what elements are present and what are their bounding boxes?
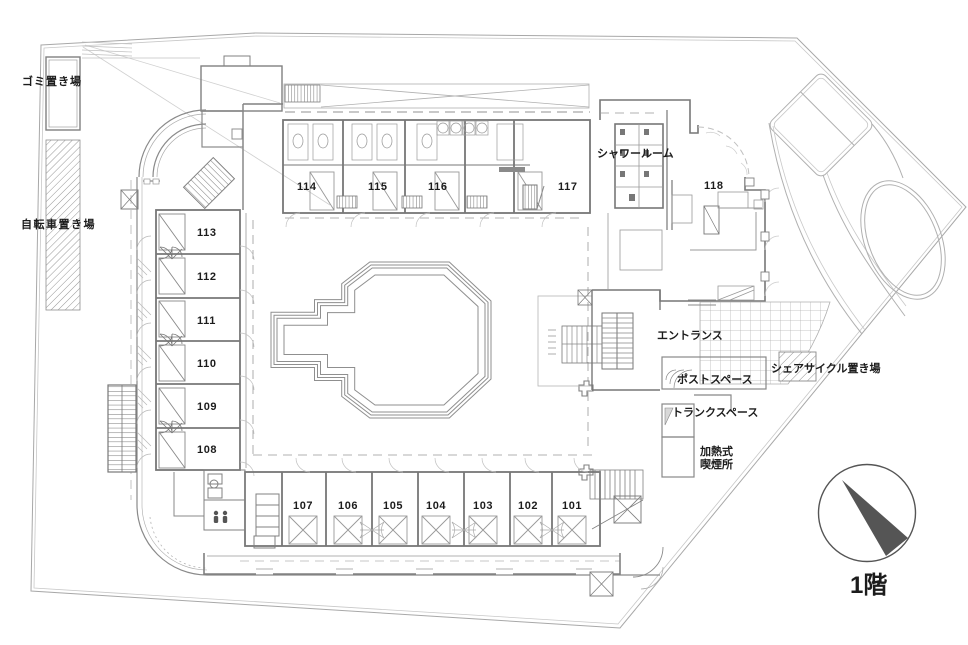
svg-text:106: 106 xyxy=(338,500,358,512)
svg-text:111: 111 xyxy=(197,315,216,327)
svg-text:105: 105 xyxy=(383,500,403,512)
svg-text:103: 103 xyxy=(473,500,493,512)
svg-text:104: 104 xyxy=(426,500,446,512)
svg-text:ゴミ置き場: ゴミ置き場 xyxy=(22,74,82,88)
svg-text:108: 108 xyxy=(197,444,217,456)
svg-text:107: 107 xyxy=(293,500,313,512)
svg-text:エントランス: エントランス xyxy=(657,329,723,342)
svg-text:110: 110 xyxy=(197,358,217,370)
svg-text:1階: 1階 xyxy=(850,572,887,599)
svg-text:喫煙所: 喫煙所 xyxy=(700,457,733,471)
svg-text:トランクスペース: トランクスペース xyxy=(672,406,758,419)
svg-text:112: 112 xyxy=(197,271,217,283)
svg-text:102: 102 xyxy=(518,500,538,512)
svg-text:シェアサイクル置き場: シェアサイクル置き場 xyxy=(771,361,880,375)
svg-text:ポストスペース: ポストスペース xyxy=(677,372,753,386)
svg-text:118: 118 xyxy=(704,180,724,192)
svg-text:109: 109 xyxy=(197,401,217,413)
svg-text:自転車置き場: 自転車置き場 xyxy=(21,217,96,231)
svg-text:117: 117 xyxy=(558,181,578,193)
svg-text:シャワールーム: シャワールーム xyxy=(597,147,674,160)
svg-text:加熱式: 加熱式 xyxy=(699,444,733,458)
svg-text:114: 114 xyxy=(297,181,317,193)
svg-text:101: 101 xyxy=(562,500,582,512)
svg-text:116: 116 xyxy=(428,181,448,193)
svg-text:113: 113 xyxy=(197,227,217,239)
svg-text:115: 115 xyxy=(368,181,388,193)
